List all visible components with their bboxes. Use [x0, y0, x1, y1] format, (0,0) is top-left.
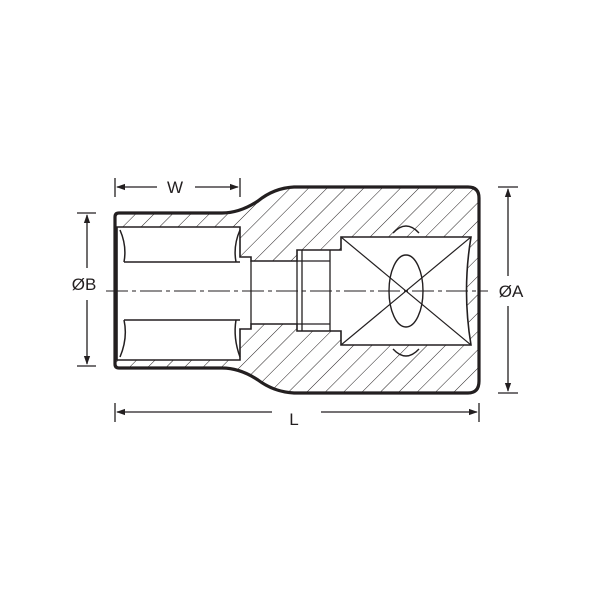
socket-body: [115, 187, 479, 393]
dimension-a-label: ØA: [499, 282, 524, 301]
dimension-l: [114, 403, 480, 422]
dimension-b: [77, 212, 96, 367]
dimension-a: [498, 186, 518, 394]
socket-outline: [113, 185, 481, 395]
dimension-l-label: L: [289, 410, 298, 429]
dimension-b-label: ØB: [72, 275, 97, 294]
hex-opening: [119, 229, 241, 358]
dimension-w: [114, 178, 241, 197]
dimension-w-label: W: [167, 178, 183, 197]
bore-outline: [116, 226, 472, 361]
